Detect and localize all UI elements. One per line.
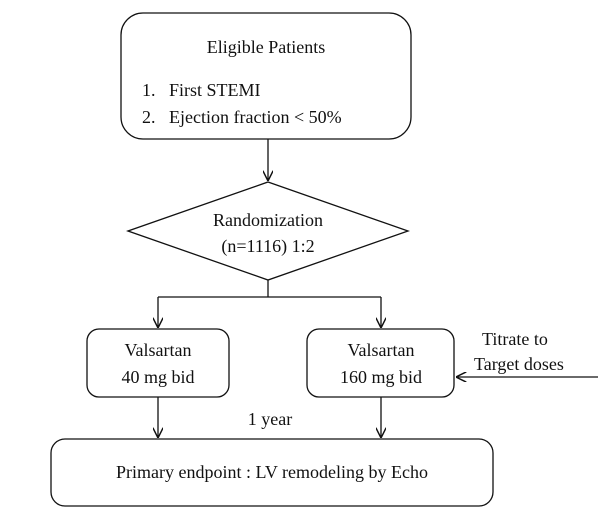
primary-endpoint-label: Primary endpoint : LV remodeling by Echo [116, 462, 428, 482]
titrate-label-line1: Titrate to [482, 329, 548, 349]
primary-endpoint-box [50, 438, 494, 507]
randomization-diamond [126, 181, 410, 281]
high-dose-amount: 160 mg bid [340, 367, 422, 387]
eligible-title: Eligible Patients [207, 37, 326, 57]
eligible-patients-box [120, 12, 412, 140]
criterion-1-number: 1. [142, 80, 156, 100]
titrate-label-line2: Target doses [474, 354, 564, 374]
criterion-2-number: 2. [142, 107, 156, 127]
high-dose-drug: Valsartan [348, 340, 415, 360]
randomization-count: (n=1116) 1:2 [221, 236, 314, 257]
criterion-2-text: Ejection fraction < 50% [169, 107, 342, 127]
duration-label: 1 year [248, 409, 292, 429]
randomization-label: Randomization [213, 210, 323, 230]
low-dose-drug: Valsartan [125, 340, 192, 360]
low-dose-amount: 40 mg bid [121, 367, 194, 387]
criterion-1-text: First STEMI [169, 80, 261, 100]
